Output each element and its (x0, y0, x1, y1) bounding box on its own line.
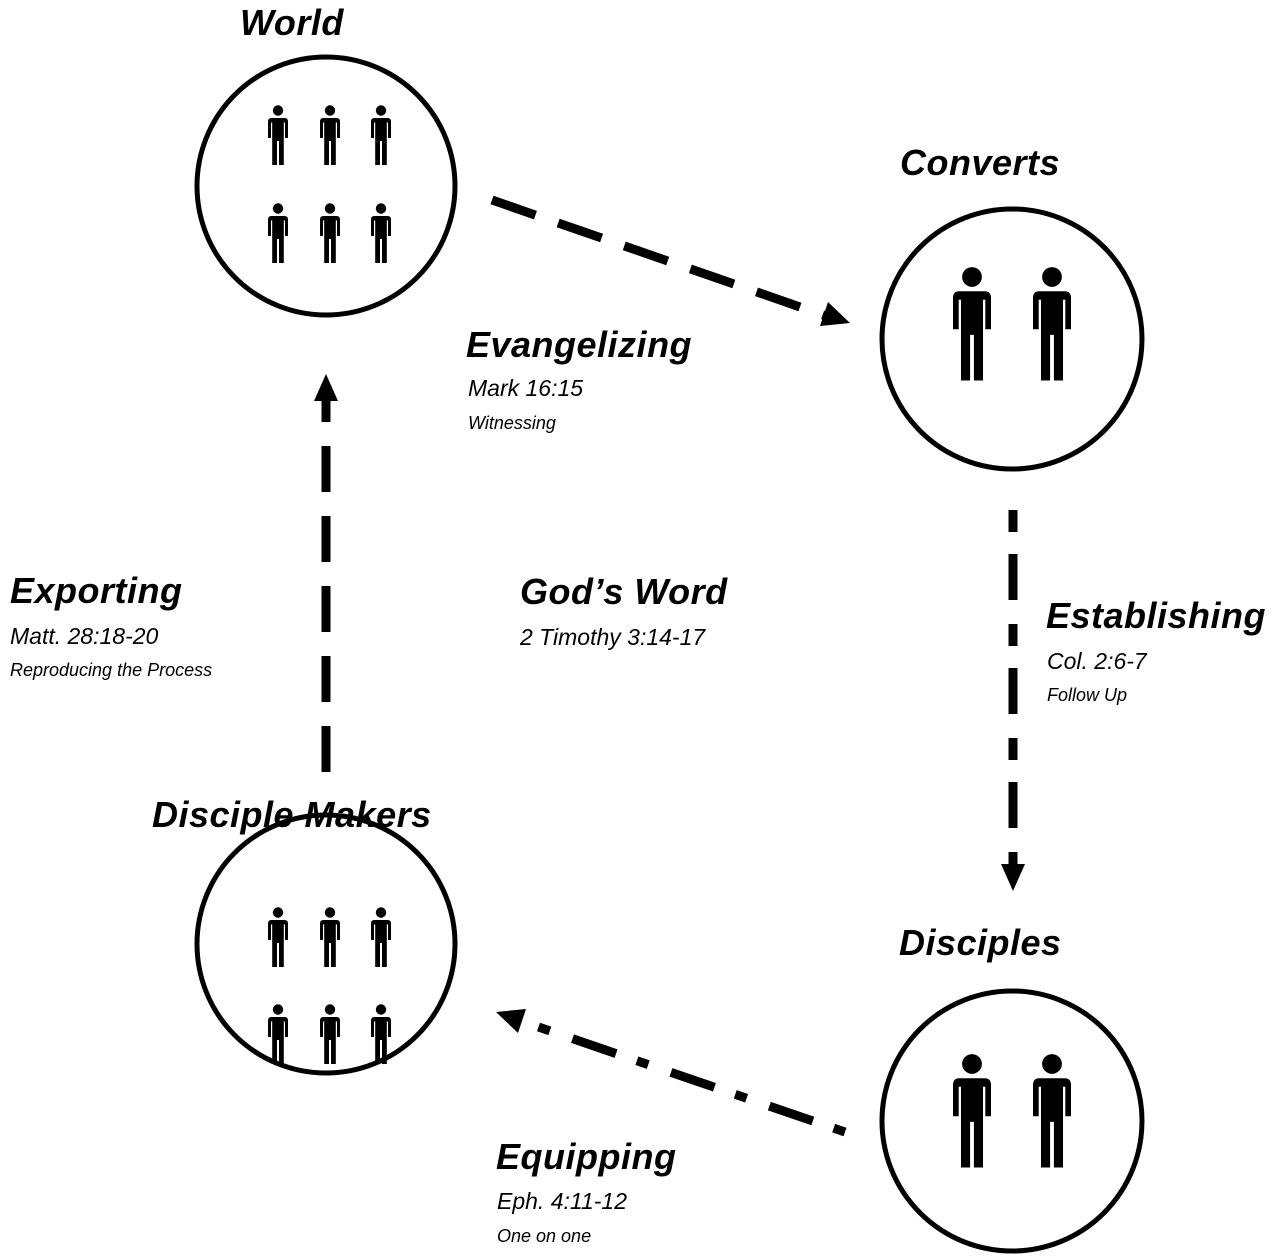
evangelizing-note: Witnessing (468, 413, 556, 433)
arrowhead-icon (820, 302, 850, 326)
converts-people-group (953, 267, 1071, 381)
establishing-note: Follow Up (1047, 685, 1128, 705)
world-circle (194, 54, 458, 318)
person-icon (268, 203, 288, 263)
person-icon (320, 203, 340, 263)
arrowhead-icon (1001, 864, 1025, 891)
arrowhead-icon (496, 1009, 526, 1033)
disciple-makers-title: Disciple Makers (152, 794, 432, 835)
person-icon (371, 203, 391, 263)
gods-word-reference: 2 Timothy 3:14-17 (520, 624, 706, 650)
gods-word-title: God’s Word (520, 571, 728, 612)
person-icon (371, 907, 391, 967)
establishing-title: Establishing (1046, 595, 1267, 636)
person-icon (953, 1054, 991, 1168)
converts-title: Converts (900, 142, 1061, 183)
arrowhead-icon (314, 374, 338, 401)
person-icon (320, 907, 340, 967)
disciples-circle (879, 988, 1145, 1254)
person-icon (320, 1004, 340, 1064)
person-icon (953, 267, 991, 381)
disciple-makers-people-group (268, 907, 391, 1064)
evangelizing-arrow-line (490, 195, 828, 321)
exporting-note: Reproducing the Process (10, 660, 213, 680)
person-icon (268, 105, 288, 165)
equipping-title: Equipping (496, 1136, 677, 1177)
equipping-note: One on one (497, 1226, 592, 1246)
person-icon (268, 907, 288, 967)
equipping-reference: Eph. 4:11-12 (497, 1188, 628, 1214)
exporting-reference: Matt. 28:18-20 (10, 623, 159, 649)
converts-circle (879, 206, 1145, 472)
establishing-reference: Col. 2:6-7 (1047, 648, 1147, 674)
person-icon (320, 105, 340, 165)
evangelizing-reference: Mark 16:15 (468, 375, 584, 401)
equipping-arrow-line (516, 1015, 847, 1137)
disciples-people-group (953, 1054, 1071, 1168)
disciples-title: Disciples (899, 922, 1062, 963)
evangelizing-title: Evangelizing (466, 324, 693, 365)
world-people-group (268, 105, 391, 263)
person-icon (268, 1004, 288, 1064)
person-icon (371, 105, 391, 165)
disciple-makers-circle (194, 812, 458, 1076)
person-icon (1033, 267, 1071, 381)
exporting-title: Exporting (10, 570, 183, 611)
person-icon (1033, 1054, 1071, 1168)
world-title: World (240, 2, 344, 43)
